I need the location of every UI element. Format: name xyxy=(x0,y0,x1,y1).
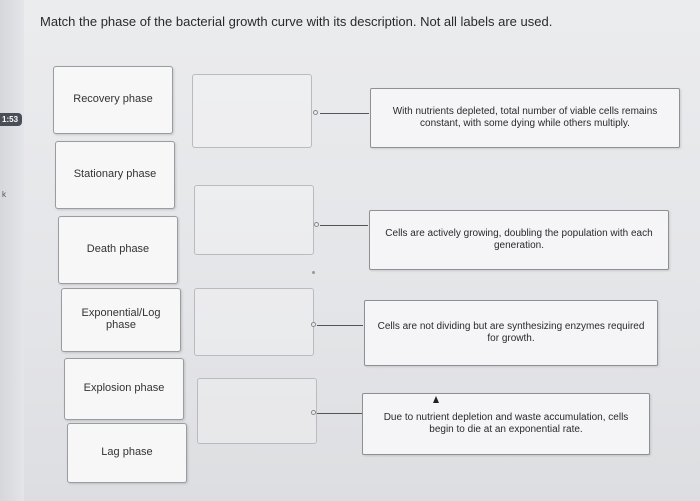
connector-handle-2 xyxy=(314,222,319,227)
drop-zone-1[interactable] xyxy=(192,74,312,148)
timer-badge: 1:53 xyxy=(0,113,23,126)
description-text: Due to nutrient depletion and waste accu… xyxy=(383,412,629,435)
connector-handle-3 xyxy=(311,322,316,327)
description-box-4: Due to nutrient depletion and waste accu… xyxy=(362,393,650,455)
connector-line-4 xyxy=(317,413,362,414)
connector-line-2 xyxy=(320,225,368,226)
connector-line-1 xyxy=(320,113,369,114)
label-text: Recovery phase xyxy=(73,93,153,106)
left-sidebar-edge xyxy=(0,0,24,501)
label-card-stationary-phase[interactable]: Stationary phase xyxy=(55,141,175,209)
stray-dot xyxy=(312,271,315,274)
connector-line-3 xyxy=(317,325,363,326)
drop-zone-3[interactable] xyxy=(194,288,314,356)
label-card-exponential-log-phase[interactable]: Exponential/Log phase xyxy=(61,288,181,352)
connector-handle-1 xyxy=(313,110,318,115)
label-card-lag-phase[interactable]: Lag phase xyxy=(67,423,187,483)
description-text: Cells are actively growing, doubling the… xyxy=(385,228,653,251)
description-text: With nutrients depleted, total number of… xyxy=(392,106,658,129)
description-box-1: With nutrients depleted, total number of… xyxy=(370,88,680,148)
mouse-cursor-icon xyxy=(433,396,439,403)
label-card-recovery-phase[interactable]: Recovery phase xyxy=(53,66,173,134)
description-text: Cells are not dividing but are synthesiz… xyxy=(377,321,645,344)
question-instruction: Match the phase of the bacterial growth … xyxy=(40,14,553,29)
label-text: Exponential/Log phase xyxy=(81,307,161,331)
drop-zone-2[interactable] xyxy=(194,185,314,255)
drop-zone-4[interactable] xyxy=(197,378,317,444)
connector-handle-4 xyxy=(311,410,316,415)
label-text: Stationary phase xyxy=(73,168,157,181)
sidebar-mark: k xyxy=(2,190,6,199)
description-box-2: Cells are actively growing, doubling the… xyxy=(369,210,669,270)
description-box-3: Cells are not dividing but are synthesiz… xyxy=(364,300,658,366)
label-text: Death phase xyxy=(86,243,150,256)
label-card-explosion-phase[interactable]: Explosion phase xyxy=(64,358,184,420)
label-card-death-phase[interactable]: Death phase xyxy=(58,216,178,284)
label-text: Lag phase xyxy=(101,446,153,459)
label-text: Explosion phase xyxy=(83,382,165,395)
